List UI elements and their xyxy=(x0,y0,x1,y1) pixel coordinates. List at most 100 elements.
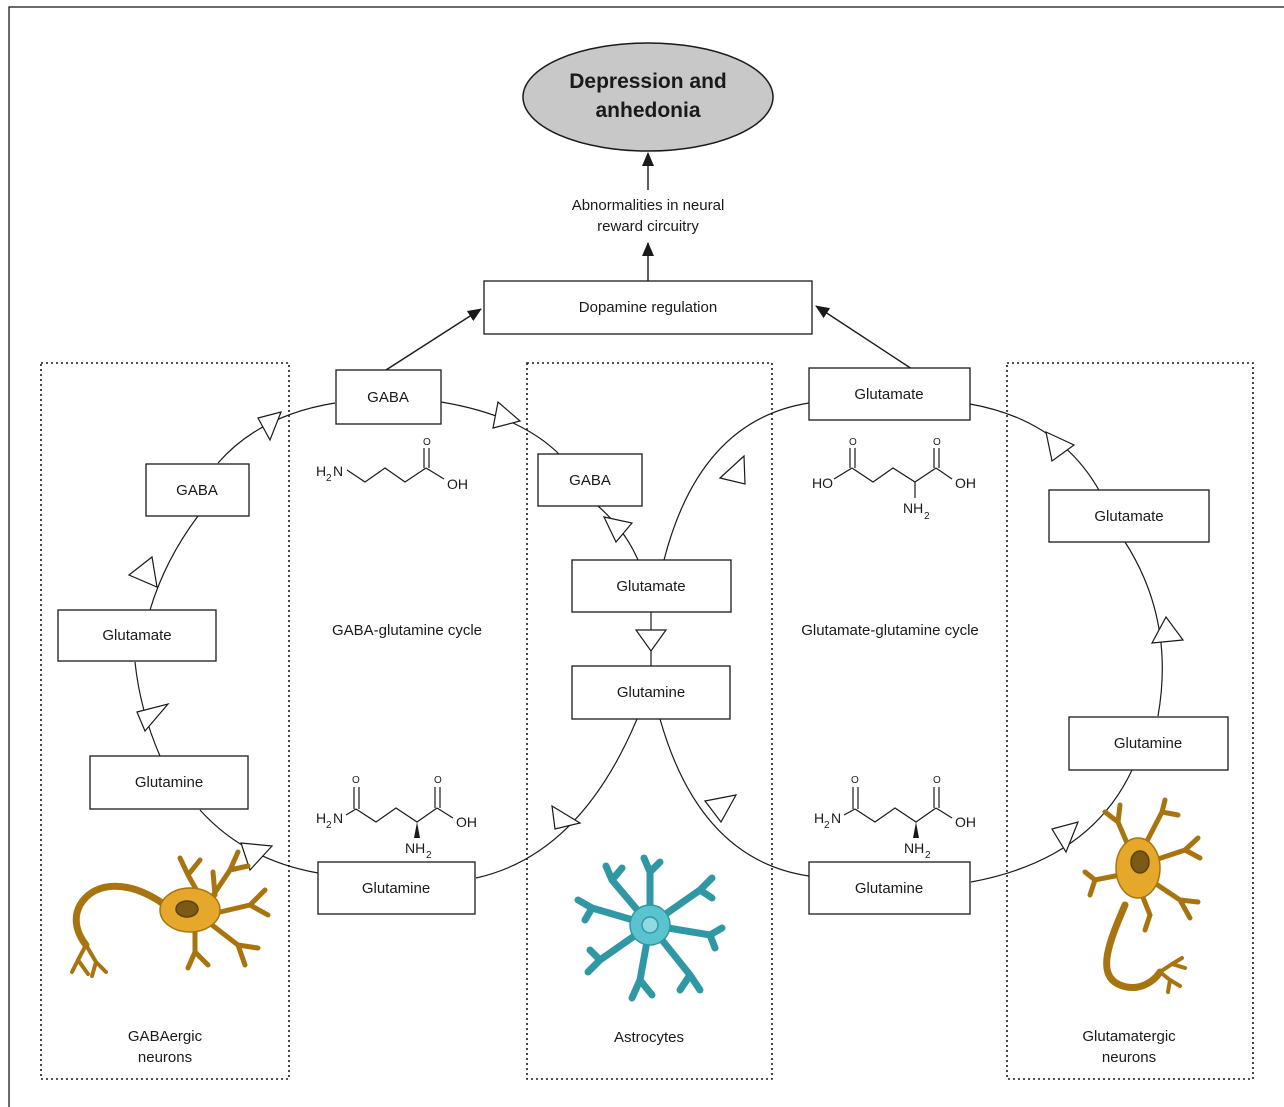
gln-bond xyxy=(436,807,454,819)
gaba-amine-h: H xyxy=(316,463,326,479)
cycle-arc-bottom-right xyxy=(659,718,810,877)
glutamate-left-box xyxy=(57,609,217,662)
gaba-acid-bond xyxy=(425,467,445,480)
glutamate-glutamine-cycle-label: Glutamate-glutamine cycle xyxy=(801,622,979,639)
glutamate-right-label: Glutamate xyxy=(1094,508,1163,525)
neuron-nucleus xyxy=(1130,850,1150,874)
cycle-arc-glu-right xyxy=(1124,541,1163,717)
arrow-glutamate-to-dopamine xyxy=(815,305,913,370)
glutamine-bottom-left-label: Glutamine xyxy=(362,880,430,897)
gln-amine-sub: 2 xyxy=(426,850,432,861)
gln-amine: NH xyxy=(405,840,425,856)
glutamine-right-box xyxy=(1068,716,1229,771)
cycle-arrowhead xyxy=(257,411,282,442)
neuron-axon-branches xyxy=(1158,956,1187,994)
glu-chain xyxy=(851,467,937,483)
gln-r-bond xyxy=(935,807,953,819)
neuron-dendrites xyxy=(177,849,271,971)
gln-r-carbonyl-o2: O xyxy=(933,775,941,786)
astrocyte-nucleus xyxy=(641,916,659,934)
abnormalities-line-1: Abnormalities in neural xyxy=(572,197,725,214)
cycle-arrowhead xyxy=(127,555,158,588)
glu-carbonyl-o1: O xyxy=(849,437,857,448)
gaba-left-box xyxy=(145,463,250,517)
gaba-top-label: GABA xyxy=(367,389,409,406)
astrocytes-label: Astrocytes xyxy=(614,1029,684,1046)
cycle-arrowhead xyxy=(492,400,522,429)
gaba-left-label: GABA xyxy=(176,482,218,499)
gln-r-bond xyxy=(843,808,856,816)
dopamine-regulation-box xyxy=(483,280,813,335)
glutamine-left-box xyxy=(89,755,249,810)
gabaergic-label-line-1: GABAergic xyxy=(128,1028,203,1045)
neuron-axon xyxy=(72,882,169,949)
glutamine-left-label: Glutamine xyxy=(135,774,203,791)
gaba-structure: H 2 N O OH xyxy=(316,437,468,492)
gaba-chain xyxy=(346,467,427,483)
gln-r-amide-n: N xyxy=(831,810,841,826)
cycle-arrowhead xyxy=(703,794,738,824)
neuron-axon-branches xyxy=(70,943,108,978)
title-line-1: Depression and xyxy=(569,70,727,93)
glutamine-structure-left: H 2 N O O OH NH 2 xyxy=(316,775,477,861)
cycle-arc-glu-top-left xyxy=(663,402,810,561)
gln-wedge xyxy=(414,822,420,838)
cycle-arc-gaba-left xyxy=(149,515,199,611)
gabaergic-neuron-illustration xyxy=(70,849,271,978)
glu-bond xyxy=(935,467,953,480)
astrocyte-processes xyxy=(574,854,726,1002)
glutamate-top-right-box xyxy=(808,367,971,421)
gaba-carbonyl-o: O xyxy=(423,437,431,448)
cycle-arrowhead xyxy=(136,702,170,733)
gabaergic-region xyxy=(40,362,290,1080)
gln-chain xyxy=(355,807,438,823)
gln-r-amine: NH xyxy=(904,840,924,856)
cycle-arrowhead xyxy=(1150,615,1185,644)
glutamine-bottom-right-label: Glutamine xyxy=(855,880,923,897)
cycle-arrowhead xyxy=(240,842,274,872)
glutamine-right-label: Glutamine xyxy=(1114,735,1182,752)
gln-r-chain xyxy=(854,807,937,823)
glutamine-astro-label: Glutamine xyxy=(617,684,685,701)
cycle-arrowhead xyxy=(1051,821,1080,854)
gln-amide-n: N xyxy=(333,810,343,826)
gln-r-amide-h: H xyxy=(814,810,824,826)
gabaergic-label-line-2: neurons xyxy=(138,1049,192,1066)
cycle-arc-glutamine-left xyxy=(199,809,319,874)
glutamate-structure: HO O O OH NH 2 xyxy=(812,437,976,522)
gln-amide-h: H xyxy=(316,810,326,826)
gln-r-acid: OH xyxy=(955,814,976,830)
glutamate-top-right-label: Glutamate xyxy=(854,386,923,403)
arrow-gaba-to-dopamine xyxy=(385,308,482,371)
gaba-top-box xyxy=(335,369,442,425)
gln-bond xyxy=(345,808,357,816)
neuron-dendrites xyxy=(1082,797,1203,933)
glu-amine-sub: 2 xyxy=(924,511,930,522)
dopamine-regulation-label: Dopamine regulation xyxy=(579,299,717,316)
cycle-arc-gaba-top xyxy=(217,402,336,464)
glu-acid-right: OH xyxy=(955,475,976,491)
glu-carbonyl-o2: O xyxy=(933,437,941,448)
cycle-arrowhead xyxy=(718,454,746,485)
glutamatergic-label-line-1: Glutamatergic xyxy=(1082,1028,1176,1045)
glutamine-bottom-left-box xyxy=(317,861,476,915)
gaba-glutamine-cycle-label: GABA-glutamine cycle xyxy=(332,622,482,639)
glutamatergic-region xyxy=(1006,362,1254,1080)
glutamate-astro-label: Glutamate xyxy=(616,578,685,595)
glutamine-bottom-right-box xyxy=(808,861,971,915)
cycle-arc-glutamate-left xyxy=(134,661,161,757)
title-line-2: anhedonia xyxy=(595,99,700,122)
title-ellipse xyxy=(522,42,774,152)
gaba-astro-box xyxy=(537,453,643,507)
glutamate-astro-box xyxy=(571,559,732,613)
glutamine-structure-right: H 2 N O O OH NH 2 xyxy=(814,775,976,861)
astrocyte-illustration xyxy=(574,854,726,1002)
gln-r-amide-sub: 2 xyxy=(824,820,830,831)
glu-acid-left: HO xyxy=(812,475,833,491)
figure-frame xyxy=(8,6,1284,1107)
gln-carbonyl-o1: O xyxy=(352,775,360,786)
glutamate-left-label: Glutamate xyxy=(102,627,171,644)
glutamatergic-label-line-2: neurons xyxy=(1102,1049,1156,1066)
glu-bond xyxy=(833,467,853,480)
gln-amide-sub: 2 xyxy=(326,820,332,831)
